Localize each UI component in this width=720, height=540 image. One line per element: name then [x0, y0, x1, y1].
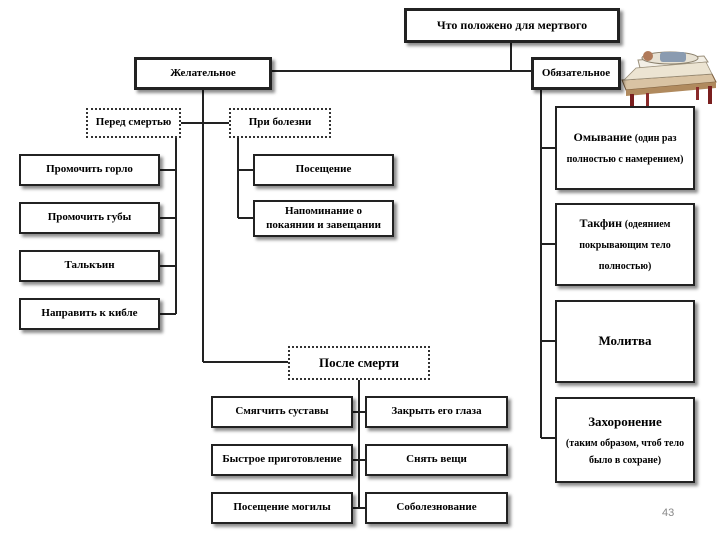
item-note: (один раз: [634, 133, 677, 145]
obligatory-item-prayer: Молитва: [555, 300, 695, 383]
obligatory-item-shrouding: Такфин (одеянием покрывающим тело полнос…: [555, 203, 695, 286]
after-death-item: Посещение могилы: [211, 492, 353, 524]
obligatory-item-burial: Захоронение (таким образом, чтоб тело бы…: [555, 397, 695, 483]
item-note: (таким образом, чтоб тело: [565, 437, 685, 449]
obligatory-item-washing: Омывание (один раз полностью с намерение…: [555, 106, 695, 190]
before-death-box: Перед смертью: [86, 108, 181, 138]
illness-item: Напоминание о покаянии и завещании: [253, 200, 394, 237]
before-death-item: Направить к кибле: [19, 298, 160, 330]
slide-number: 43: [662, 507, 675, 519]
illness-item: Посещение: [253, 154, 394, 186]
before-death-item: Промочить губы: [19, 202, 160, 234]
item-main: Омывание: [573, 130, 633, 145]
item-note: (одеянием: [624, 219, 671, 231]
item-main: Захоронение: [588, 414, 662, 430]
before-death-item: Талькъин: [19, 250, 160, 282]
after-death-item: Соболезнование: [365, 492, 508, 524]
after-death-item: Смягчить суставы: [211, 396, 353, 428]
item-note: было в сохране): [588, 455, 662, 467]
after-death-item: Быстрое приготовление: [211, 444, 353, 476]
item-main: Молитва: [598, 333, 652, 349]
illness-box: При болезни: [229, 108, 331, 138]
before-death-item: Промочить горло: [19, 154, 160, 186]
after-death-box: После смерти: [288, 346, 430, 380]
diagram-title: Что положено для мертвого: [404, 8, 620, 43]
desirable-box: Желательное: [134, 57, 272, 90]
deceased-on-table-image: [621, 51, 717, 110]
item-note: покрывающим тело: [579, 240, 671, 252]
obligatory-box: Обязательное: [531, 57, 621, 90]
item-note: полностью с намерением): [566, 154, 684, 165]
after-death-item: Закрыть его глаза: [365, 396, 508, 428]
item-note: полностью): [598, 260, 652, 272]
after-death-item: Снять вещи: [365, 444, 508, 476]
item-main: Такфин: [579, 216, 622, 231]
